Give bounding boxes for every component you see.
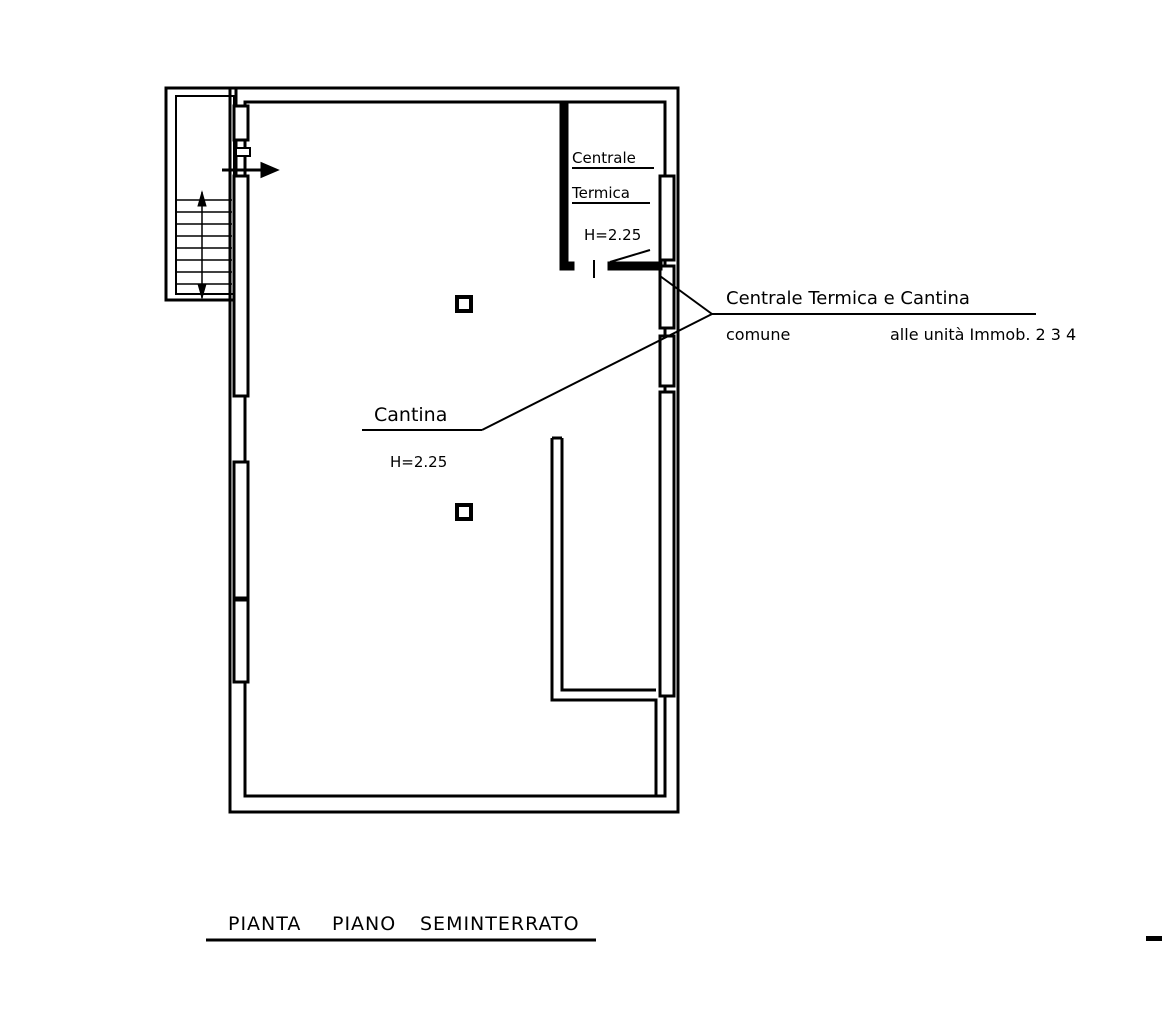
annotation-line1: Centrale Termica e Cantina — [726, 288, 970, 309]
stair-arrow-icon — [197, 190, 207, 300]
annotation-line2-a: comune — [726, 325, 790, 344]
leader-lines — [362, 275, 1036, 431]
cantina-height: H=2.25 — [390, 453, 447, 471]
centrale-termica-walls — [559, 103, 663, 278]
title-word-2: PIANO — [332, 913, 396, 935]
centrale-height: H=2.25 — [584, 226, 641, 244]
edge-mark — [1146, 936, 1162, 941]
cantina-label: Cantina — [374, 404, 447, 426]
title-word-3: SEMINTERRATO — [420, 913, 580, 935]
centrale-label-line1: Centrale — [572, 149, 636, 167]
left-windows — [232, 104, 250, 684]
inner-partition — [550, 436, 658, 796]
pillar — [455, 295, 473, 313]
title-word-1: PIANTA — [228, 913, 301, 935]
annotation-line2-b: alle unità Immob. 2 3 4 — [890, 325, 1076, 344]
entry-arrow-icon — [222, 147, 280, 179]
right-windows — [658, 174, 676, 698]
pillar — [455, 503, 473, 521]
centrale-label-line2: Termica — [571, 184, 630, 202]
pillars — [455, 295, 473, 521]
